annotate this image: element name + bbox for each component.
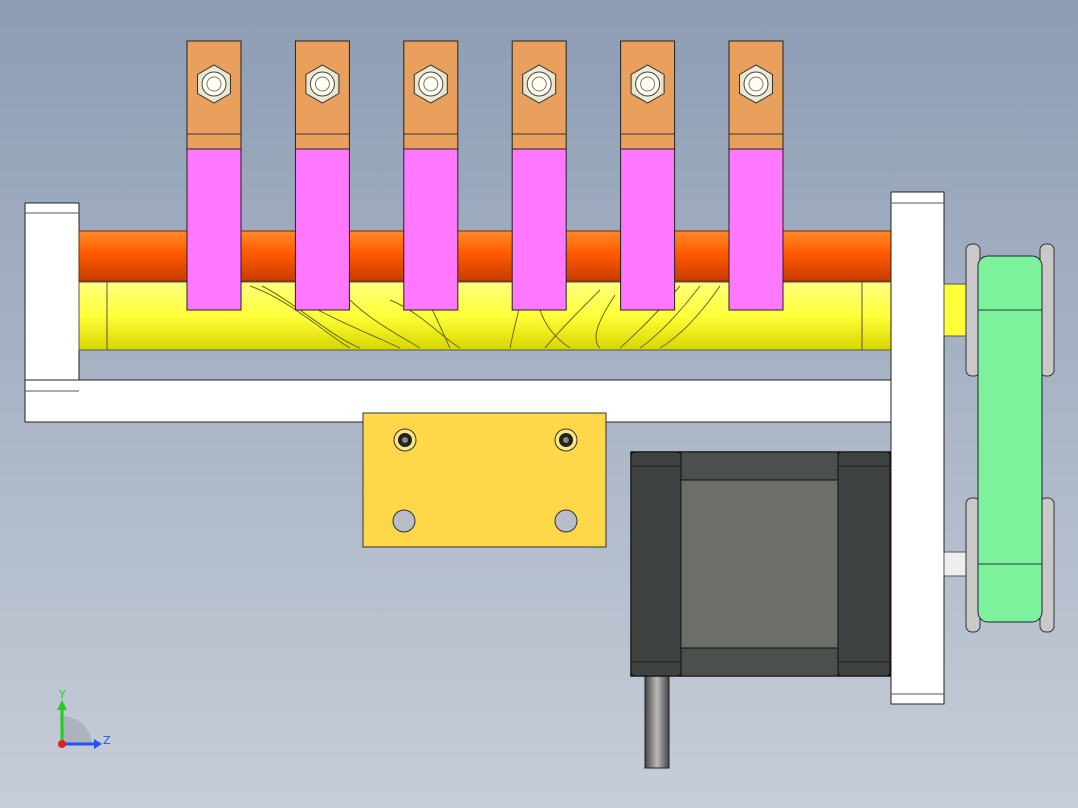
- hex-nut-bore: [206, 76, 222, 92]
- motor-end-cap-right: [837, 451, 891, 677]
- hex-nut-washer: [418, 71, 444, 97]
- terminal-tab: [511, 40, 567, 311]
- pink-sleeve: [403, 148, 459, 311]
- triad-y-label: Y: [58, 688, 66, 701]
- coil-strand: [639, 285, 701, 349]
- coil-strand: [544, 289, 601, 349]
- orientation-triad: Y Z: [57, 688, 111, 749]
- triad-y-arrowhead: [57, 700, 67, 710]
- mount-hole: [392, 509, 416, 533]
- motor-bottom-band: [680, 647, 839, 677]
- lower-pulley: [965, 497, 1055, 633]
- lower-pulley-shaft: [943, 551, 969, 577]
- terminal-tabs: [186, 40, 784, 311]
- triad-z-arrowhead: [94, 739, 102, 749]
- terminal-tab: [728, 40, 784, 311]
- coil-strand: [659, 285, 721, 349]
- hex-nut-washer: [309, 71, 335, 97]
- hex-nut-washer: [526, 71, 552, 97]
- left-end-block: [24, 202, 80, 390]
- hex-nut-washer: [201, 71, 227, 97]
- terminal-tab: [294, 40, 350, 311]
- hex-nut-bore: [314, 76, 330, 92]
- countersunk-screw: [554, 428, 578, 452]
- motor-end-cap-left: [630, 451, 682, 677]
- upper-pulley-shaft: [943, 283, 969, 337]
- pink-sleeve: [294, 148, 350, 311]
- hex-nut-bore: [423, 76, 439, 92]
- countersunk-screw: [393, 428, 417, 452]
- coil-strand: [539, 309, 571, 349]
- coil-strand: [349, 299, 421, 349]
- stepper-motor: [630, 451, 891, 677]
- coil-strand: [389, 299, 461, 349]
- hex-nut-bore: [748, 76, 764, 92]
- coil-strand: [261, 285, 361, 349]
- triad-z-label: Z: [103, 734, 111, 747]
- terminal-tab: [403, 40, 459, 311]
- pink-sleeve: [511, 148, 567, 311]
- triad-origin: [58, 740, 66, 748]
- motor-shaft: [644, 675, 670, 769]
- timing-belt: [977, 255, 1043, 623]
- pink-sleeve: [728, 148, 784, 311]
- triad-arc: [62, 715, 92, 744]
- hex-nut-bore: [531, 76, 547, 92]
- motor-top-band: [680, 451, 839, 481]
- hex-nut-washer: [743, 71, 769, 97]
- mount-hole: [554, 509, 578, 533]
- hex-nut-washer: [635, 71, 661, 97]
- pink-sleeve: [620, 148, 676, 311]
- hex-nut-bore: [640, 76, 656, 92]
- terminal-tab: [620, 40, 676, 311]
- coil-strand: [595, 294, 616, 349]
- upper-pulley: [965, 243, 1055, 377]
- coil-strand: [249, 285, 351, 349]
- right-side-plate: [890, 191, 945, 705]
- pink-sleeve: [186, 148, 242, 311]
- terminal-tab: [186, 40, 242, 311]
